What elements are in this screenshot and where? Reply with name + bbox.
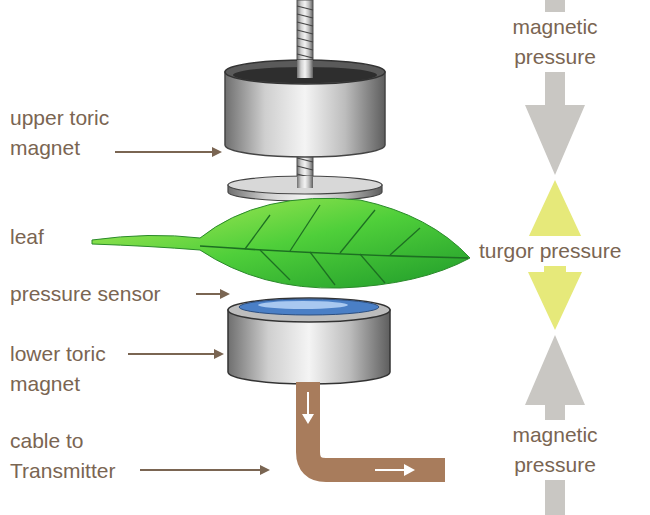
force-label: turgor pressure bbox=[476, 236, 624, 266]
force-label: magnetic pressure bbox=[498, 420, 612, 480]
part-label: leaf bbox=[10, 222, 44, 252]
part-label: lower toric magnet bbox=[10, 339, 135, 399]
part-label: pressure sensor bbox=[10, 279, 161, 309]
lower-magnet bbox=[228, 298, 390, 384]
cable bbox=[302, 382, 445, 476]
force-label: magnetic pressure bbox=[498, 12, 612, 72]
upper-magnet bbox=[225, 60, 385, 157]
leader-lines bbox=[115, 152, 268, 470]
leaf bbox=[92, 198, 470, 288]
pressure-sensor bbox=[239, 299, 379, 315]
part-label: cable to Transmitter bbox=[10, 426, 140, 486]
part-label: upper toric magnet bbox=[10, 103, 135, 163]
washer bbox=[228, 176, 382, 201]
